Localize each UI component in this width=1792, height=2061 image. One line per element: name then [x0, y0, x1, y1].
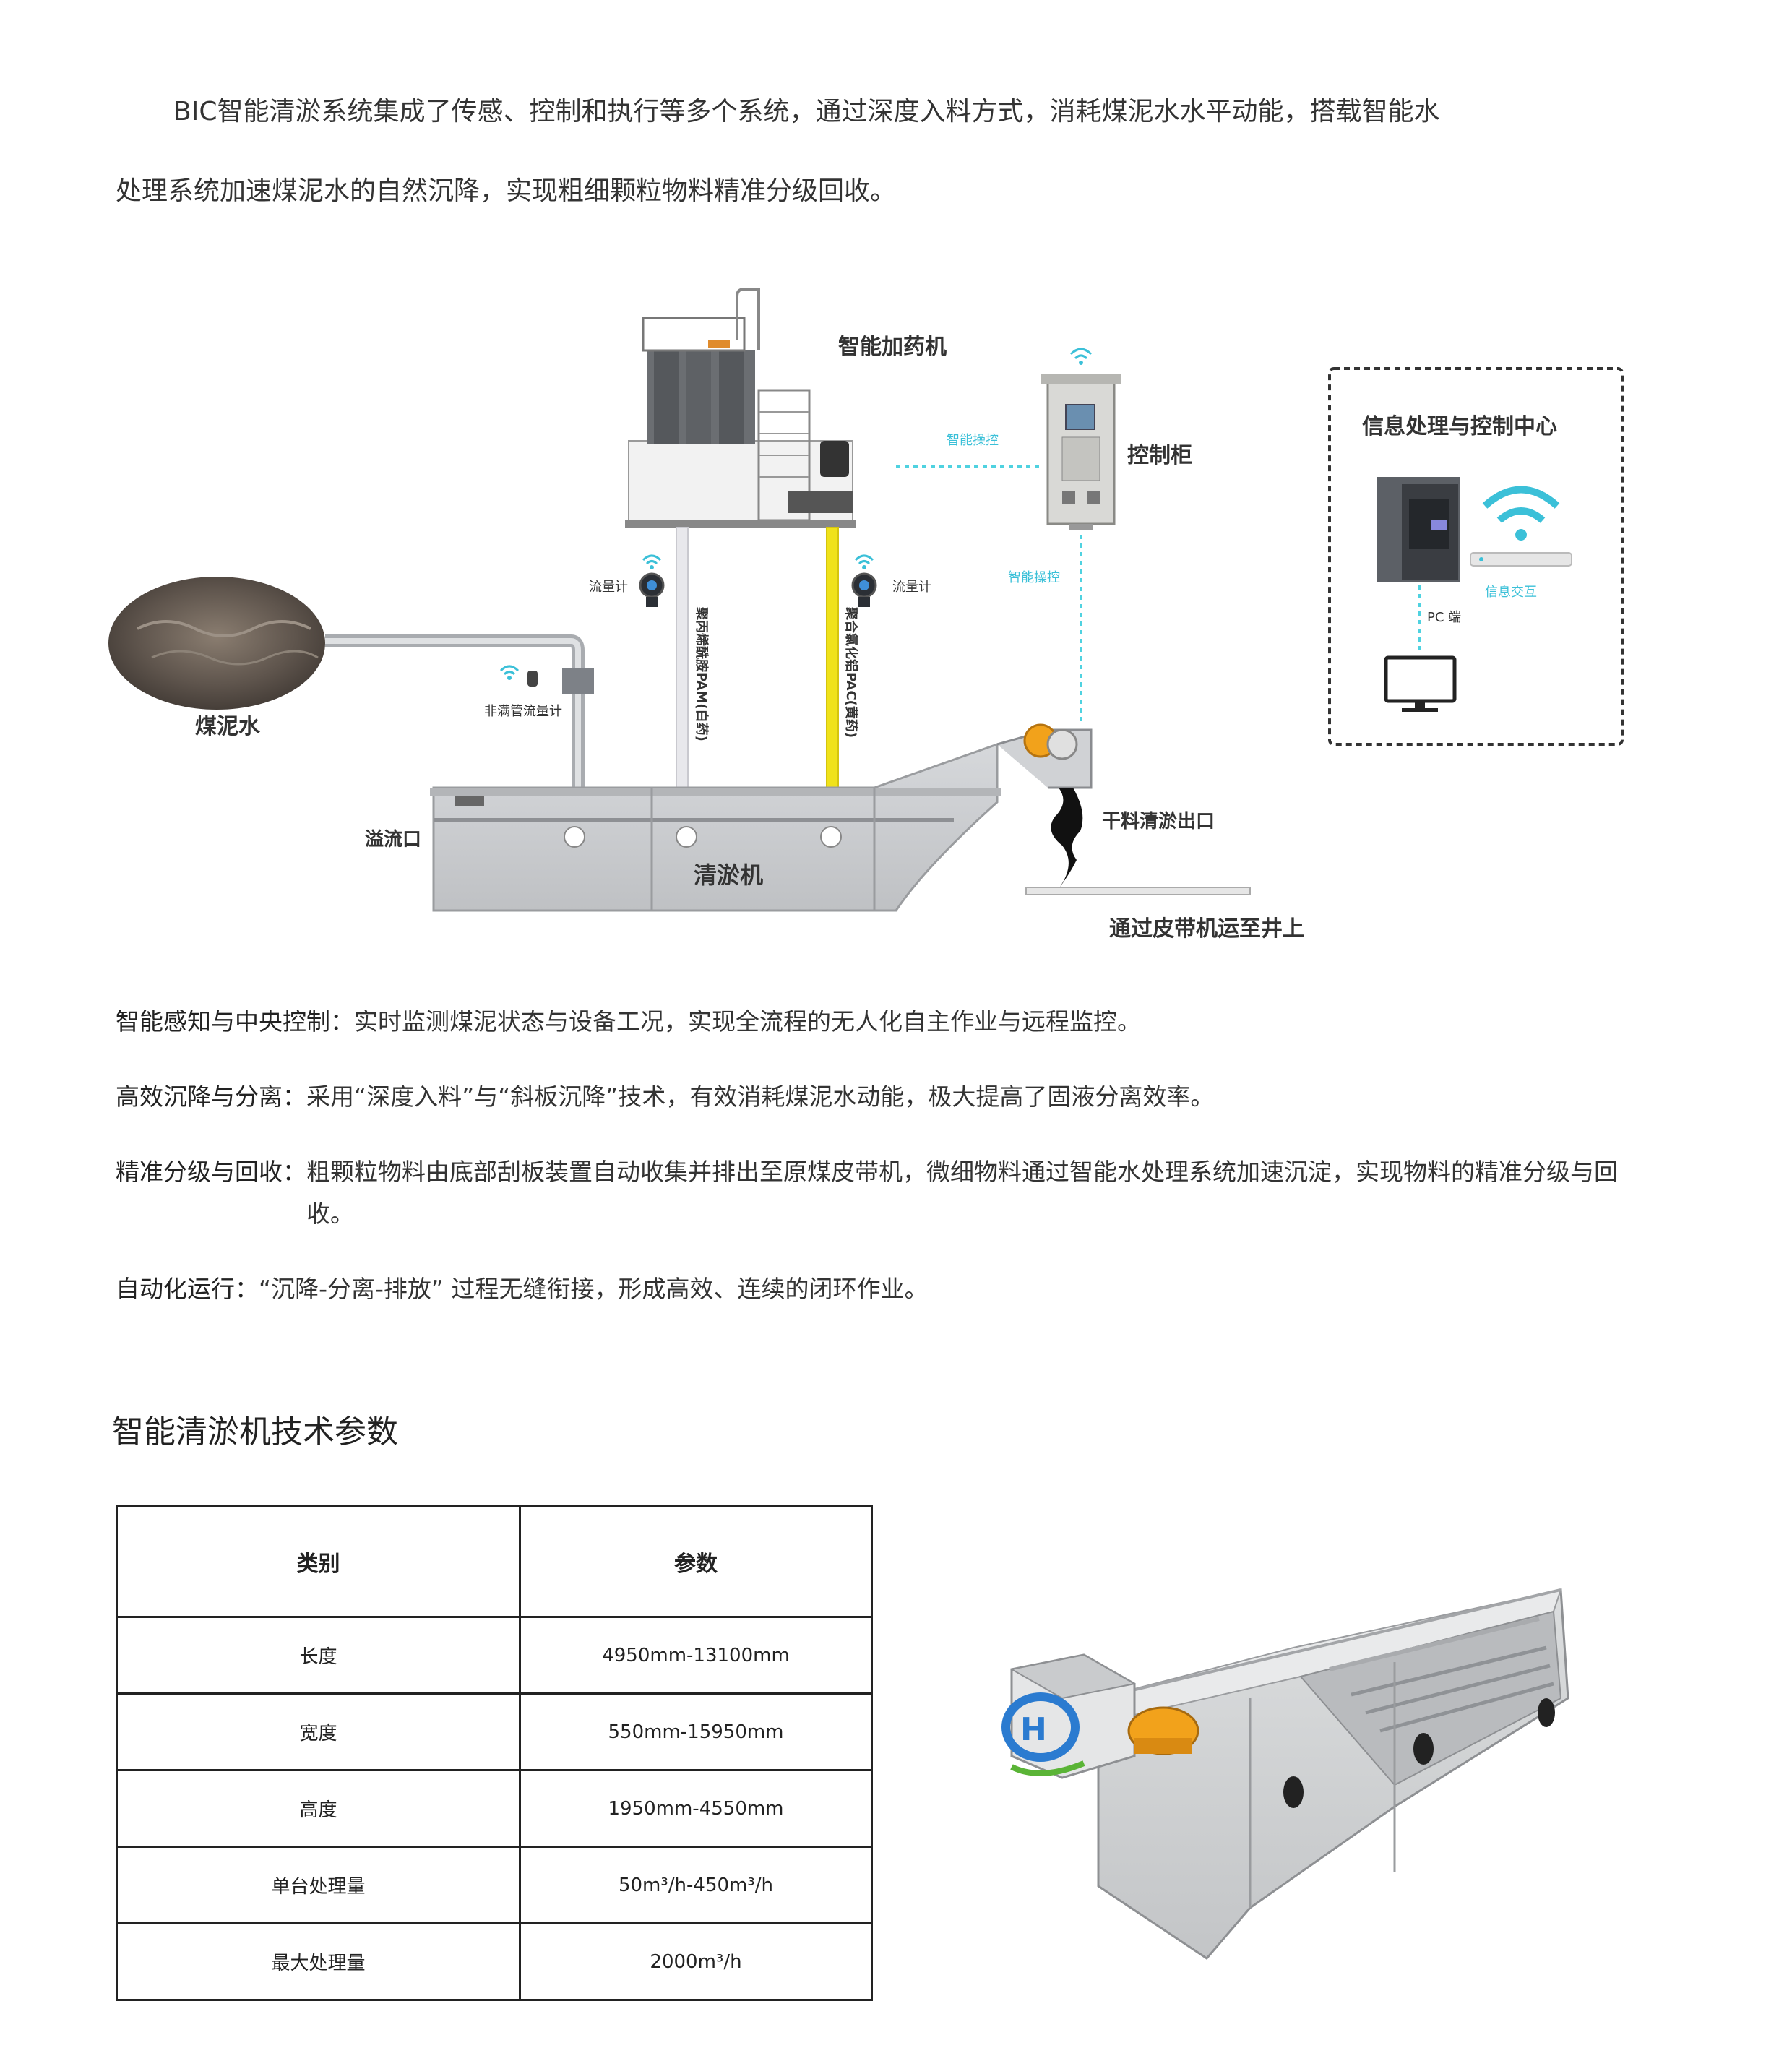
table-header-parameter: 参数 — [519, 1505, 873, 1618]
table-row: 最大处理量 2000m³/h — [116, 1922, 873, 2001]
feature-item: 精准分级与回收： 粗颗粒物料由底部刮板装置自动收集并排出至原煤皮带机，微细物料通… — [116, 1151, 1619, 1235]
table-cell: 50m³/h-450m³/h — [519, 1846, 873, 1924]
intro-line-1: BIC智能清淤系统集成了传感、控制和执行等多个系统，通过深度入料方式，消耗煤泥水… — [173, 97, 1440, 126]
feature-item: 高效沉降与分离： 采用“深度入料”与“斜板沉降”技术，有效消耗煤泥水动能，极大提… — [116, 1076, 1619, 1118]
dosing-machine-label: 智能加药机 — [838, 335, 947, 360]
feature-desc: 采用“深度入料”与“斜板沉降”技术，有效消耗煤泥水动能，极大提高了固液分离效率。 — [306, 1083, 1215, 1111]
server-icon — [1377, 477, 1460, 582]
table-cell: 高度 — [116, 1769, 521, 1848]
wifi-icon — [854, 554, 874, 569]
flowmeter-left — [639, 572, 665, 607]
monitor-icon — [1384, 655, 1457, 712]
wifi-icon — [499, 665, 520, 680]
flowmeter-right — [851, 572, 877, 607]
feature-desc: 粗颗粒物料由底部刮板装置自动收集并排出至原煤皮带机，微细物料通过智能水处理系统加… — [306, 1158, 1618, 1228]
table-cell: 1950mm-4550mm — [519, 1769, 873, 1848]
flowmeter-left-label: 流量计 — [589, 580, 628, 595]
feature-desc: “沉降-分离-排放” 过程无缝衔接，形成高效、连续的闭环作业。 — [259, 1275, 929, 1303]
smart-control-label-1: 智能操控 — [947, 433, 999, 448]
machine-body — [1097, 1588, 1569, 1960]
table-cell: 宽度 — [116, 1692, 521, 1771]
smart-control-label-2: 智能操控 — [1008, 570, 1060, 585]
feature-label: 高效沉降与分离： — [116, 1083, 306, 1111]
overflow-label: 溢流口 — [365, 829, 421, 851]
partial-pipe-flowmeter-label: 非满管流量计 — [484, 704, 562, 719]
control-cabinet — [1041, 374, 1121, 530]
inlet-pipe — [325, 634, 594, 795]
belt-conveyor-label: 通过皮带机运至井上 — [1109, 916, 1304, 942]
svg-text:H: H — [1020, 1711, 1047, 1748]
table-cell: 最大处理量 — [116, 1922, 521, 2001]
info-center-box — [1328, 367, 1624, 746]
table-header-row: 类别 参数 — [116, 1505, 873, 1618]
dredger-machine-image: H — [990, 1568, 1597, 2002]
feature-list: 智能感知与中央控制： 实时监测煤泥状态与设备工况，实现全流程的无人化自主作业与远… — [116, 1001, 1619, 1343]
table-cell: 长度 — [116, 1616, 521, 1695]
partial-pipe-flowmeter — [527, 671, 538, 687]
feature-label: 精准分级与回收： — [116, 1158, 306, 1186]
table-header-category: 类别 — [116, 1505, 521, 1618]
process-diagram: 煤泥水 非满管流量计 智能加药机 聚丙烯酰胺PAM(白药) 聚合氯化 — [108, 282, 1626, 968]
pam-pipe-label: 聚丙烯酰胺PAM(白药) — [694, 606, 710, 741]
dredger-label: 清淤机 — [694, 861, 763, 889]
pam-pipe — [676, 527, 689, 788]
feature-desc: 实时监测煤泥状态与设备工况，实现全流程的无人化自主作业与远程监控。 — [354, 1007, 1141, 1036]
flowmeter-right-label: 流量计 — [892, 580, 931, 595]
feature-label: 智能感知与中央控制： — [116, 1007, 354, 1036]
wifi-icon — [642, 554, 662, 569]
spec-table: 类别 参数 长度 4950mm-13100mm 宽度 550mm-15950mm… — [116, 1505, 873, 2001]
pc-terminal-label: PC 端 — [1427, 610, 1461, 625]
intro-line-2: 处理系统加速煤泥水的自然沉降，实现粗细颗粒物料精准分级回收。 — [116, 176, 897, 206]
motor — [1127, 1706, 1199, 1755]
feature-label: 自动化运行： — [116, 1275, 259, 1303]
table-row: 长度 4950mm-13100mm — [116, 1616, 873, 1695]
dredger-tank — [430, 742, 1001, 912]
table-cell: 550mm-15950mm — [519, 1692, 873, 1771]
dry-material-fall — [1051, 788, 1083, 889]
table-row: 单台处理量 50m³/h-450m³/h — [116, 1846, 873, 1924]
dry-outlet-label: 干料清淤出口 — [1102, 811, 1215, 832]
table-row: 宽度 550mm-15950mm — [116, 1692, 873, 1771]
section-title: 智能清淤机技术参数 — [112, 1414, 398, 1450]
discharge-head — [996, 723, 1093, 789]
info-exchange-label: 信息交互 — [1485, 585, 1537, 600]
router-wifi-icon — [1470, 486, 1572, 567]
feature-item: 自动化运行： “沉降-分离-排放” 过程无缝衔接，形成高效、连续的闭环作业。 — [116, 1268, 1619, 1310]
table-cell: 4950mm-13100mm — [519, 1616, 873, 1695]
control-cabinet-label: 控制柜 — [1127, 443, 1192, 468]
table-cell: 2000m³/h — [519, 1922, 873, 2001]
wifi-icon — [1069, 348, 1093, 365]
belt-conveyor — [1025, 887, 1251, 895]
coal-slurry-pool — [108, 577, 325, 710]
table-cell: 单台处理量 — [116, 1846, 521, 1924]
intro-paragraph: BIC智能清淤系统集成了传感、控制和执行等多个系统，通过深度入料方式，消耗煤泥水… — [116, 72, 1604, 231]
info-center-label: 信息处理与控制中心 — [1362, 414, 1557, 439]
table-row: 高度 1950mm-4550mm — [116, 1769, 873, 1848]
feature-item: 智能感知与中央控制： 实时监测煤泥状态与设备工况，实现全流程的无人化自主作业与远… — [116, 1001, 1619, 1043]
pac-pipe-label: 聚合氯化铝PAC(黄药) — [843, 606, 859, 738]
coal-slurry-label: 煤泥水 — [195, 714, 261, 739]
company-logo: H — [1001, 1692, 1085, 1776]
pac-pipe — [826, 527, 839, 788]
dosing-machine — [625, 288, 856, 528]
